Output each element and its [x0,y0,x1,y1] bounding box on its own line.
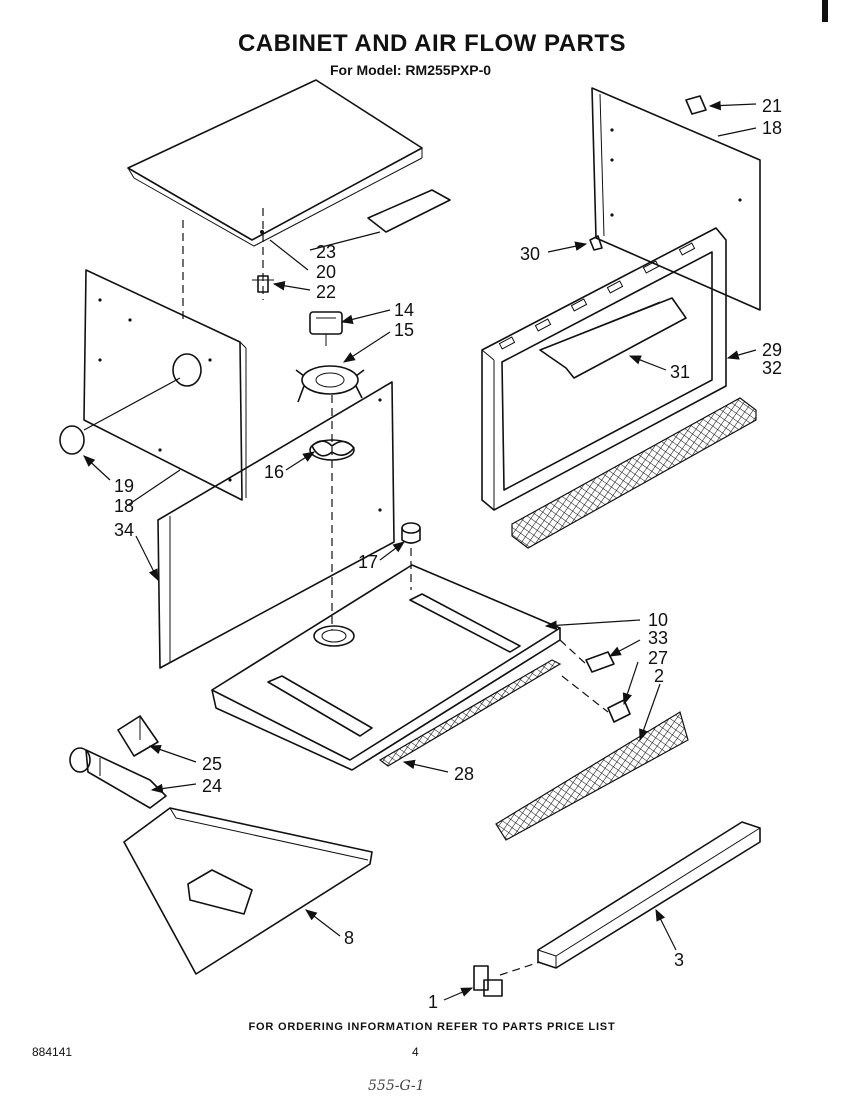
screw-part-30 [589,235,603,251]
baffle-part-31 [539,297,687,379]
callout-8: 8 [344,928,354,948]
front-channel-part-3 [537,821,761,969]
callout-28: 28 [454,764,474,784]
callout-25: 25 [202,754,222,774]
callout-19: 19 [114,476,134,496]
cabinet-back-panel [157,381,395,669]
bracket-part-25 [117,715,159,757]
ordering-info-footer: FOR ORDERING INFORMATION REFER TO PARTS … [248,1021,616,1033]
page-title: CABINET AND AIR FLOW PARTS [237,30,627,57]
end-cap-part-1 [473,965,503,997]
thermostat-part-14 [309,311,343,346]
callout-14: 14 [394,300,414,320]
page-number: 4 [412,1045,419,1059]
connector-part-33 [585,651,615,673]
cabinet-base-part-10 [211,564,562,771]
model-subtitle: For Model: RM255PXP-0 [330,62,492,78]
clip-part-27 [607,699,631,723]
callout-3: 3 [674,950,684,970]
grille-part-32 [511,397,757,549]
callout-34: 34 [114,520,134,540]
callout-20: 20 [316,262,336,282]
callout-18: 18 [762,118,782,138]
callout-22: 22 [316,282,336,302]
top-cover-panel [127,79,451,247]
callout-16: 16 [264,462,284,482]
left-side-panel [83,269,247,501]
air-duct-part-24 [69,747,167,809]
callout-24: 24 [202,776,222,796]
callout-30: 30 [520,244,540,264]
clip-part-21 [685,95,707,115]
bottom-plate-part-8 [123,807,373,975]
callout-29: 29 [762,340,782,360]
callout-18-left: 18 [114,496,134,516]
callout-1: 1 [428,992,438,1012]
callout-leader-lines [83,100,757,1001]
callout-21: 21 [762,96,782,116]
callout-32: 32 [762,358,782,378]
handwritten-note: 555-G-1 [368,1078,425,1094]
mesh-filter-part-2 [495,711,689,841]
callout-labels: 21 18 30 23 20 22 14 15 29 32 31 16 19 1… [114,96,782,1012]
scan-edge-mark [822,0,828,22]
plug-button-19 [59,425,85,455]
right-side-panel [591,87,761,311]
callout-15: 15 [394,320,414,340]
callout-23: 23 [316,242,336,262]
callout-31: 31 [670,362,690,382]
callout-27: 27 [648,648,668,668]
screw-part-22 [252,275,274,293]
document-number: 884141 [32,1045,73,1059]
fan-motor-part-15 [295,365,365,403]
callout-2: 2 [654,666,664,686]
front-frame-part-29 [481,227,727,511]
foot-part-17 [401,522,421,544]
callout-33: 33 [648,628,668,648]
callout-17: 17 [358,552,378,572]
callout-10: 10 [648,610,668,630]
